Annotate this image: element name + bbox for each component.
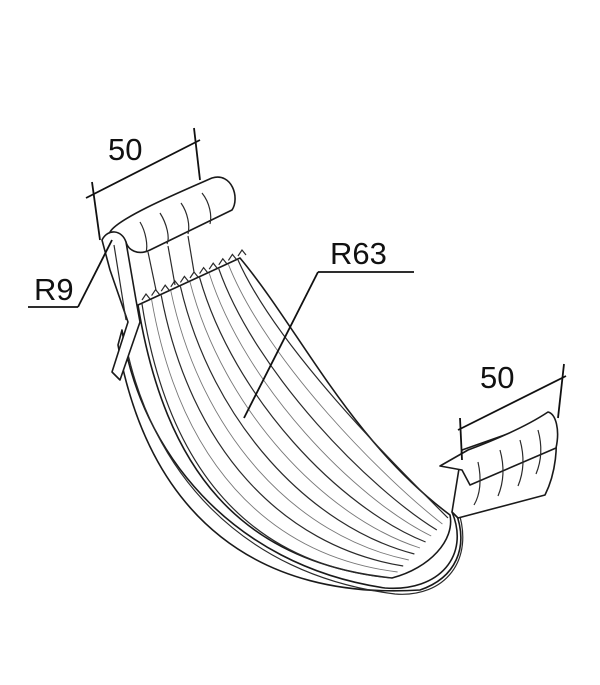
left-clip-strap-line-3 [167, 245, 176, 286]
dimension-r63: R63 [243, 236, 414, 419]
corrugation-rib [141, 303, 393, 579]
corrugation-rib [199, 277, 426, 543]
left-clip-ridge-4 [201, 192, 212, 225]
left-clip-strap [101, 231, 141, 381]
left-clip-ridge-3 [180, 202, 190, 235]
left-clip-ridge-2 [159, 212, 169, 245]
dimension-left-50: 50 [85, 127, 201, 241]
corrugation-tooth [160, 284, 170, 292]
corrugation-rib [218, 268, 438, 531]
corrugation-rib [151, 299, 398, 573]
corrugation-ribs [141, 248, 449, 579]
right-clip-ridge-4 [535, 429, 542, 475]
dimension-r9: R9 [28, 239, 113, 308]
corrugation-rib [179, 286, 415, 555]
dim-right-ext-1 [459, 417, 463, 461]
right-clip-ridge-3 [517, 439, 524, 487]
left-clip-strap-line-1 [113, 244, 127, 321]
left-clip-ridge-1 [139, 221, 148, 253]
connector-body [117, 248, 558, 595]
left-clip-band [109, 176, 236, 254]
corrugation-tooth [151, 288, 161, 296]
dim-right-label: 50 [480, 360, 514, 395]
dim-left-ext-1 [91, 181, 101, 241]
dim-left-ext-2 [193, 127, 201, 181]
dim-right-ext-2 [557, 363, 565, 419]
corrugation-tooth [199, 266, 209, 274]
dim-left-label: 50 [108, 132, 142, 167]
corrugation-rib [170, 290, 409, 561]
dim-right-line [457, 375, 567, 431]
corrugation-rib [237, 259, 449, 519]
right-clip [439, 411, 559, 506]
corrugation-tooth [237, 248, 247, 257]
corrugation-tooth [208, 262, 218, 270]
dim-left-line [85, 139, 201, 199]
right-clip-band [439, 411, 559, 486]
r63-label: R63 [330, 236, 387, 271]
dimension-right-50: 50 [457, 360, 567, 461]
right-clip-ridge-1 [473, 461, 481, 506]
left-clip-strap-line-4 [187, 235, 195, 273]
r9-leader-diag [77, 239, 113, 308]
bottom-lip [124, 339, 464, 595]
corrugation-rib [189, 281, 421, 549]
corrugation-tooth [179, 275, 189, 283]
corrugation-tooth [227, 253, 237, 261]
right-clip-ridge-2 [497, 449, 504, 497]
corrugation-tooth [141, 292, 151, 301]
r9-label: R9 [34, 272, 74, 307]
corrugation-rib [160, 295, 404, 567]
corrugation-rib [227, 264, 443, 525]
r63-leader-diag [243, 271, 319, 419]
corrugation-tooth [218, 257, 228, 266]
left-clip-strap-line-2 [147, 251, 157, 291]
corrugation-rib [208, 273, 432, 537]
left-clip [101, 176, 236, 381]
